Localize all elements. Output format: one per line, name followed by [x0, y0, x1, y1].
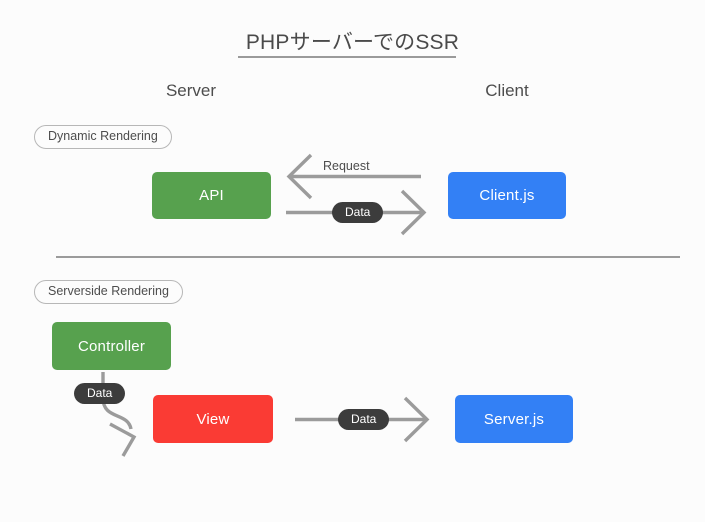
node-server-js[interactable]: Server.js [455, 395, 573, 443]
node-controller[interactable]: Controller [52, 322, 171, 370]
edge-label-data-2: Data [74, 383, 126, 404]
section-divider [56, 256, 680, 258]
edge-label-data-1: Data [332, 202, 384, 223]
node-client-js[interactable]: Client.js [448, 172, 566, 219]
title-underline [238, 56, 456, 58]
edge-label-data-3: Data [338, 409, 390, 430]
column-header-server: Server [165, 81, 217, 100]
column-header-client: Client [485, 81, 529, 100]
page-title: PHPサーバーでのSSR [245, 31, 460, 54]
edge-label-request: Request [323, 159, 370, 173]
section-label-serverside-rendering: Serverside Rendering [34, 280, 183, 304]
section-label-dynamic-rendering: Dynamic Rendering [34, 125, 172, 149]
node-api[interactable]: API [152, 172, 271, 219]
node-view[interactable]: View [153, 395, 273, 443]
